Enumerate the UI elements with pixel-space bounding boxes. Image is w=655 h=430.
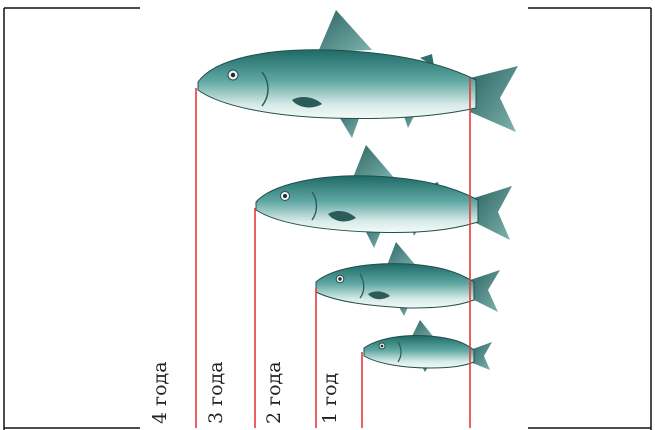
label-age-3: 3 года — [206, 361, 226, 424]
label-age-2: 2 года — [264, 361, 284, 424]
fish-age-1 — [364, 320, 492, 372]
fish-age-2 — [316, 242, 500, 316]
label-age-1: 1 год — [320, 373, 340, 424]
label-age-4: 4 года — [150, 361, 170, 424]
fish-age-3 — [256, 145, 512, 248]
